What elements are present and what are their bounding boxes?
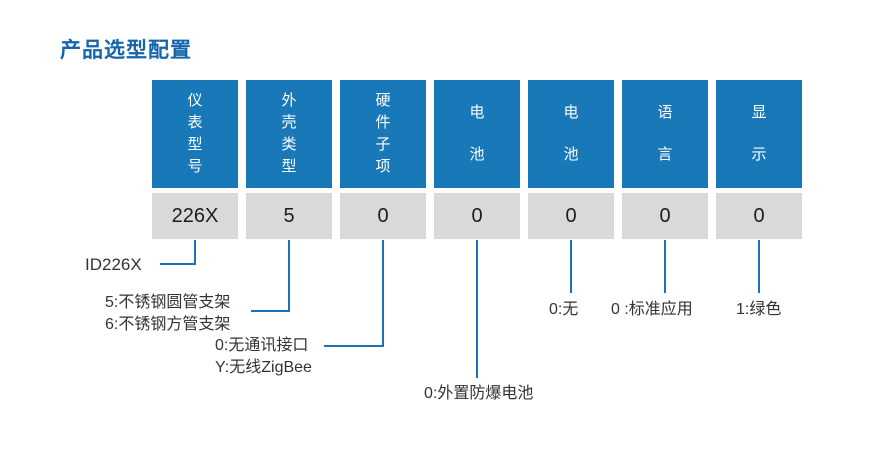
connector-line-language-vertical: [664, 240, 666, 293]
annotation-line: 5:不锈钢圆管支架: [105, 294, 231, 311]
column-header-label: 电池: [563, 104, 579, 163]
column-value-display: 0: [716, 193, 802, 239]
column-value-language: 0: [622, 193, 708, 239]
column-header-label: 仪表型号: [187, 92, 203, 175]
column-header-hardware-subitem: 硬件子项: [340, 80, 426, 188]
connector-line-shell-horizontal: [251, 310, 290, 312]
annotation-line: ID226X: [85, 255, 142, 274]
connector-line-battery2-vertical: [570, 240, 572, 293]
annotation-hardware-options: 0:无通讯接口 Y:无线ZigBee: [215, 335, 312, 379]
connector-line-model-horizontal: [160, 263, 196, 265]
column-header-label: 电池: [469, 104, 485, 163]
annotation-line: 1:绿色: [736, 301, 782, 318]
annotation-language-option: 0 :标准应用: [611, 299, 693, 321]
column-header-instrument-model: 仪表型号: [152, 80, 238, 188]
connector-line-display-vertical: [758, 240, 760, 293]
annotation-model-id: ID226X: [85, 254, 142, 276]
column-header-display: 显示: [716, 80, 802, 188]
column-header-battery-2: 电池: [528, 80, 614, 188]
annotation-battery2-option: 0:无: [549, 299, 578, 321]
annotation-line: 0:无: [549, 301, 579, 318]
column-header-label: 显示: [751, 104, 767, 163]
column-header-shell-type: 外壳类型: [246, 80, 332, 188]
column-header-label: 外壳类型: [281, 92, 297, 175]
column-value-battery-2: 0: [528, 193, 614, 239]
column-value-hardware-subitem: 0: [340, 193, 426, 239]
column-value-battery-1: 0: [434, 193, 520, 239]
page-title: 产品选型配置: [60, 39, 192, 62]
connector-line-model-vertical: [194, 240, 196, 265]
column-value-shell-type: 5: [246, 193, 332, 239]
annotation-line: 6:不锈钢方管支架: [105, 316, 231, 333]
column-header-language: 语言: [622, 80, 708, 188]
column-header-label: 硬件子项: [375, 92, 391, 175]
annotation-line: Y:无线ZigBee: [215, 359, 312, 376]
connector-line-battery1-vertical: [476, 240, 478, 378]
annotation-line: 0:无通讯接口: [215, 337, 309, 354]
annotation-line: 0:外置防爆电池: [424, 385, 534, 402]
column-value-instrument-model: 226X: [152, 193, 238, 239]
annotation-line: 0 :标准应用: [611, 301, 693, 318]
column-header-battery-1: 电池: [434, 80, 520, 188]
column-header-label: 语言: [657, 104, 673, 163]
annotation-display-option: 1:绿色: [736, 299, 781, 321]
connector-line-shell-vertical: [288, 240, 290, 312]
connector-line-hardware-horizontal: [324, 345, 384, 347]
annotation-shell-options: 5:不锈钢圆管支架 6:不锈钢方管支架: [105, 292, 230, 336]
connector-line-hardware-vertical: [382, 240, 384, 347]
annotation-battery1-option: 0:外置防爆电池: [424, 383, 533, 405]
